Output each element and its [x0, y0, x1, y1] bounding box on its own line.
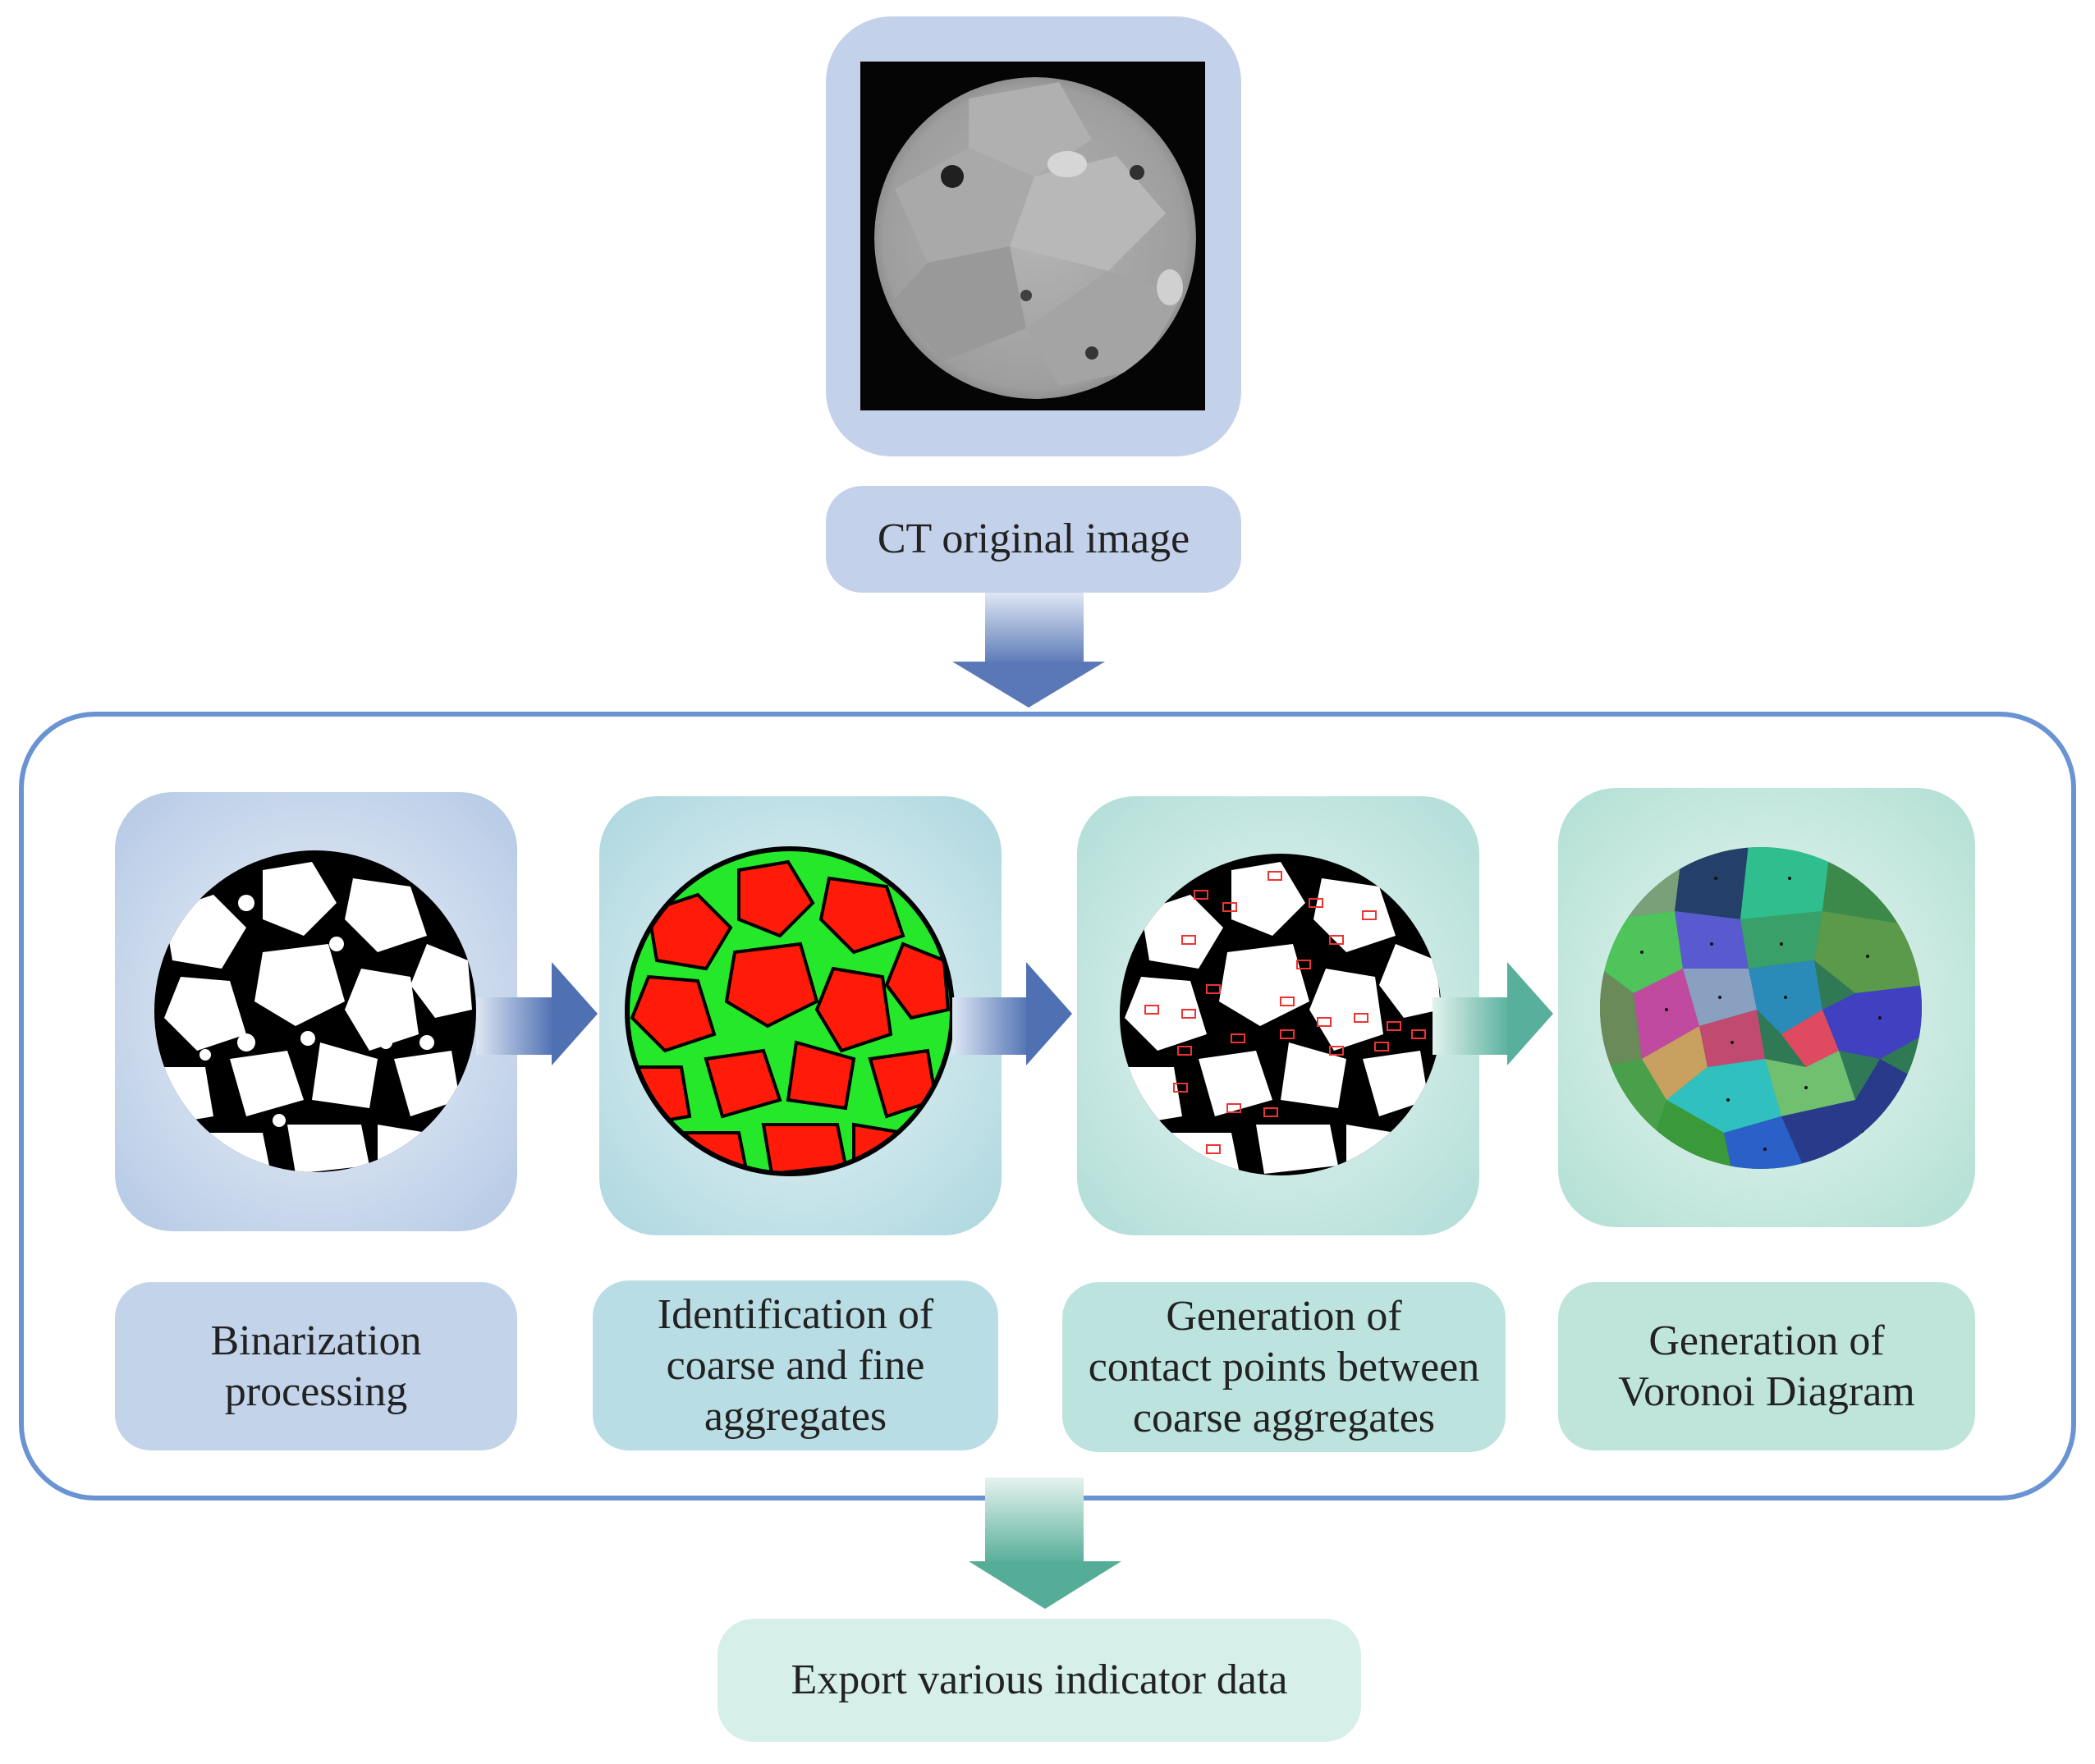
export-data-label: Export various indicator data	[791, 1656, 1288, 1703]
voronoi-label: Generation of Voronoi Diagram	[1618, 1317, 1915, 1415]
binarization-label: Binarization processing	[210, 1317, 422, 1415]
down-arrow-teal	[969, 1478, 1121, 1609]
export-label-box	[717, 1619, 1361, 1742]
right-arrow-3	[1433, 962, 1553, 1065]
right-arrow-1	[476, 962, 598, 1065]
down-arrow-blue	[952, 593, 1105, 708]
voronoi-label-box	[1558, 1282, 1975, 1450]
contact-label-box	[1062, 1282, 1506, 1452]
identification-label-box	[593, 1281, 998, 1450]
contact-points-image	[1120, 854, 1442, 1175]
right-arrow-2	[952, 962, 1072, 1065]
binarization-image	[154, 850, 476, 1172]
contact-points-label: Generation of contact points between coa…	[1088, 1292, 1480, 1441]
ct-original-image-label: CT original image	[877, 515, 1190, 562]
identification-label: Identification of coarse and fine aggreg…	[657, 1290, 934, 1440]
binarization-label-box	[115, 1282, 517, 1450]
ct-label-box	[826, 486, 1241, 593]
ct-image-tile	[826, 16, 1241, 456]
voronoi-image	[1600, 847, 1922, 1169]
identification-image	[625, 846, 955, 1176]
